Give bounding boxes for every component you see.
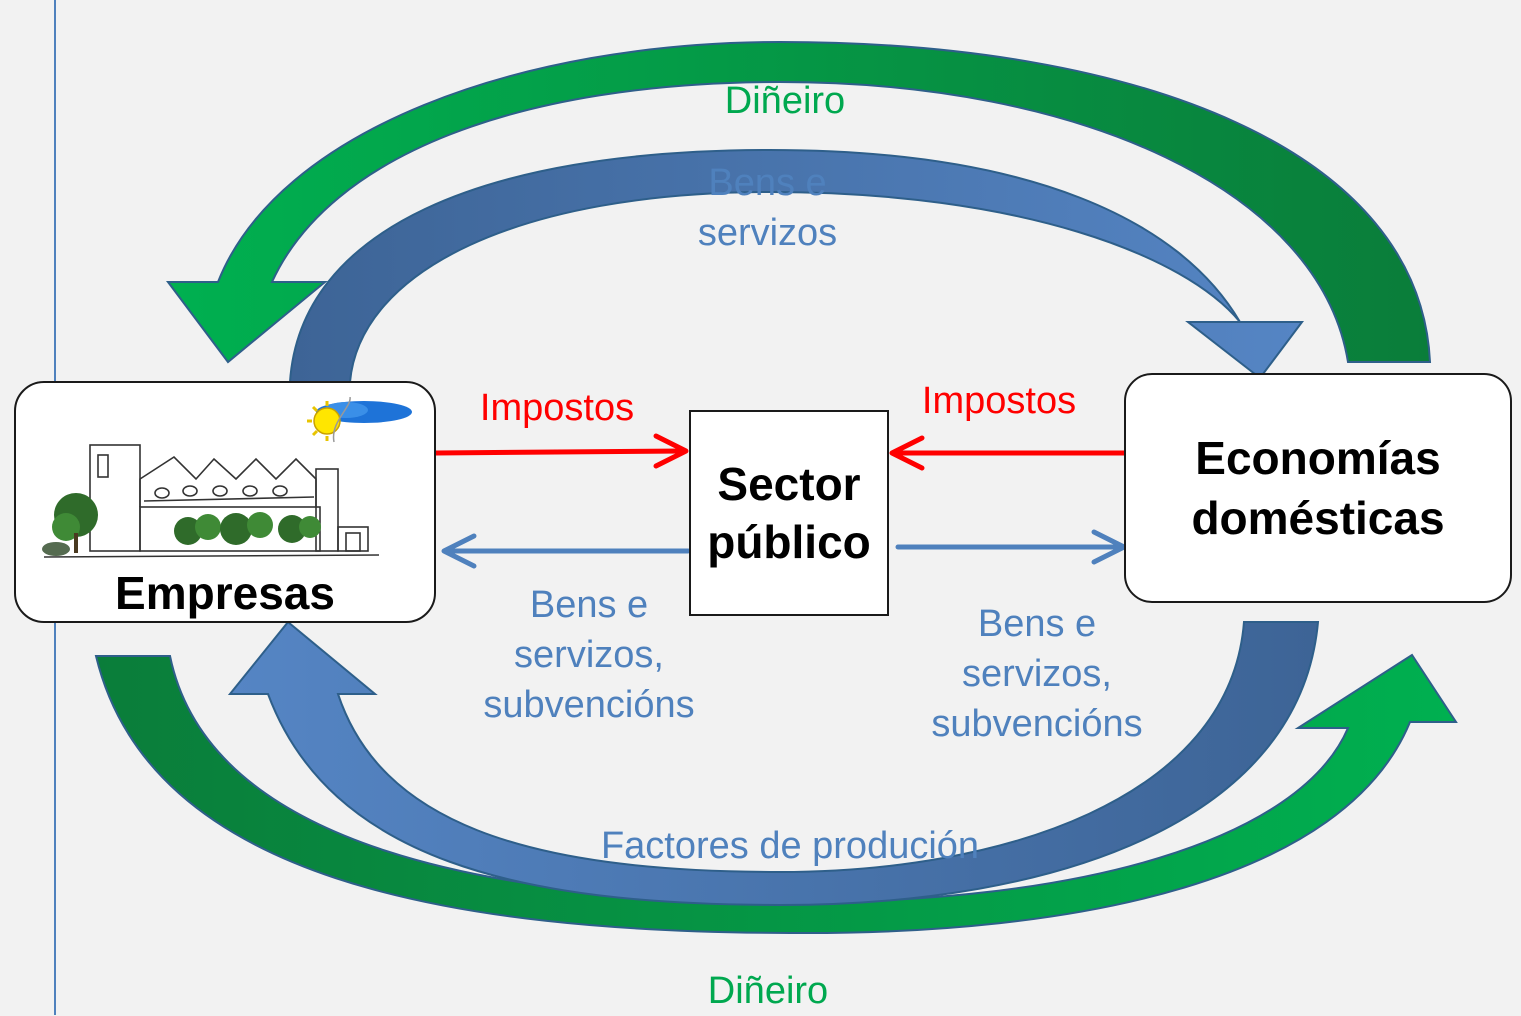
bottom-money-label: Diñeiro (707, 970, 829, 1012)
sector-publico-box: Sector público (689, 410, 889, 616)
top-goods-arrow (288, 148, 1304, 383)
empresas-box: Empresas (14, 381, 436, 623)
public-left-line3: subvencións (483, 684, 695, 726)
bottom-factors-arrow (227, 620, 1320, 907)
factory-icon (43, 444, 380, 558)
public-right-line2: servizos, (962, 653, 1112, 695)
empresas-label: Empresas (115, 567, 335, 619)
economias-line2: domésticas (1191, 492, 1445, 544)
public-left-label: Bens e servizos, subvencións (460, 580, 718, 730)
public-right-label: Bens e servizos, subvencións (908, 599, 1166, 749)
economias-domesticas-box: Economías domésticas (1124, 373, 1512, 603)
tax-left-label: Impostos (479, 387, 635, 429)
public-goods-arrow-left (441, 533, 691, 569)
public-right-line3: subvencións (931, 703, 1143, 745)
tax-arrow-right (889, 435, 1127, 471)
tax-right-label: Impostos (921, 380, 1077, 422)
economias-line1: Economías (1195, 432, 1441, 484)
public-goods-arrow-right (895, 529, 1127, 565)
public-left-line2: servizos, (514, 634, 664, 676)
top-goods-line2: servizos (697, 212, 838, 254)
sector-publico-line2: público (707, 516, 871, 568)
factors-label: Factores de produción (600, 825, 980, 867)
top-goods-label: Bens e servizos (640, 158, 895, 258)
sun-icon (307, 401, 341, 441)
sector-publico-line1: Sector (717, 458, 861, 510)
top-money-arrow (166, 40, 1432, 364)
tree-icon (42, 493, 321, 556)
public-right-line1: Bens e (977, 603, 1097, 645)
top-money-label: Diñeiro (724, 80, 846, 122)
factory-illustration (42, 397, 412, 558)
tax-arrow-left (433, 433, 689, 469)
public-left-line1: Bens e (529, 584, 649, 626)
top-goods-line1: Bens e (708, 162, 827, 204)
